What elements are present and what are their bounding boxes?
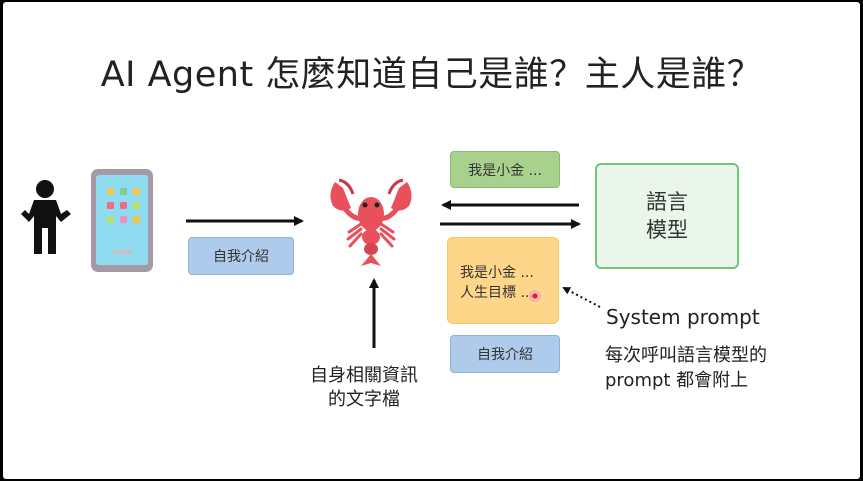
- files-caption-line2: 的文字檔: [328, 389, 400, 410]
- dotted-arrow-system-prompt: [562, 287, 601, 308]
- intro-box-left: 自我介紹: [188, 237, 294, 275]
- system-line2: 人生目標 ...: [460, 285, 534, 301]
- note-line1: 每次呼叫語言模型的: [605, 345, 767, 366]
- note-line2: prompt 都會附上: [605, 370, 749, 391]
- response-box: 我是小金 ...: [450, 151, 560, 188]
- system-prompt-box: 我是小金 ... 人生目標 ...: [447, 237, 559, 324]
- intro-box-right: 自我介紹: [450, 335, 560, 373]
- diagram-graphics: [21, 169, 601, 348]
- phone-icon: [91, 169, 153, 272]
- lobster-icon: [330, 178, 412, 266]
- system-prompt-note: 每次呼叫語言模型的 prompt 都會附上: [605, 343, 767, 393]
- slide-title: AI Agent 怎麼知道自己是誰？主人是誰？: [100, 55, 763, 95]
- files-caption: 自身相關資訊 的文字檔: [299, 364, 429, 412]
- system-prompt-label: System prompt: [606, 305, 760, 329]
- llm-label-line1: 語言: [646, 189, 688, 214]
- person-icon: [21, 180, 71, 254]
- files-caption-line1: 自身相關資訊: [310, 365, 418, 386]
- cursor-dot-icon: [529, 290, 541, 302]
- system-line1: 我是小金 ...: [460, 265, 534, 281]
- slide: AI Agent 怎麼知道自己是誰？主人是誰？: [3, 2, 860, 479]
- llm-box: 語言 模型: [595, 163, 739, 269]
- llm-label-line2: 模型: [646, 218, 688, 242]
